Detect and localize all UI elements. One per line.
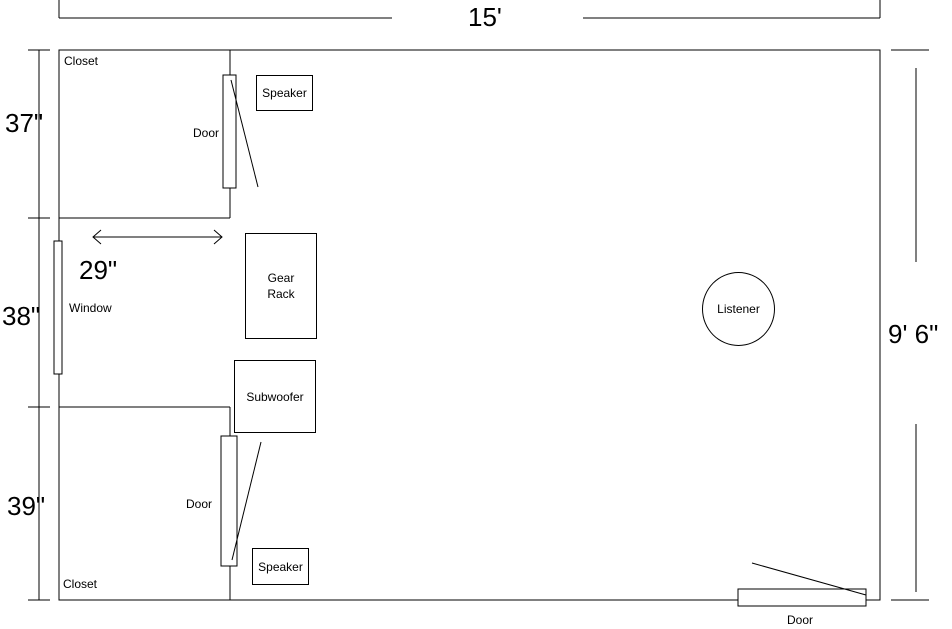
- speaker-top-label: Speaker: [262, 86, 307, 100]
- gear-rack-box: Gear Rack: [245, 233, 317, 339]
- window-pane: [53, 240, 63, 375]
- door-top-label: Door: [193, 126, 220, 140]
- wall-top-dimension: 37": [5, 108, 44, 138]
- door-bottom-label: Door: [186, 497, 213, 511]
- speaker-bottom-box: Speaker: [252, 548, 309, 585]
- top-door-panel: [222, 74, 237, 189]
- wall-middle-dimension: 38": [2, 301, 41, 331]
- window-label: Window: [69, 301, 112, 315]
- width-dimension: 15': [468, 2, 502, 32]
- listener-label: Listener: [717, 302, 760, 316]
- right-door-swing: [751, 562, 867, 596]
- opening-dimension: 29": [79, 255, 118, 285]
- subwoofer-label: Subwoofer: [246, 389, 304, 404]
- closet-bottom-label: Closet: [63, 577, 98, 591]
- subwoofer-box: Subwoofer: [234, 360, 316, 433]
- height-dimension: 9' 6": [888, 319, 939, 349]
- opening-arrow-left-head: [92, 229, 102, 245]
- bottom-door-panel: [220, 435, 238, 567]
- right-door-panel: [737, 588, 867, 607]
- gear-rack-label-line1: Gear: [267, 271, 295, 285]
- wall-bottom-dimension: 39": [7, 491, 46, 521]
- speaker-bottom-label: Speaker: [258, 559, 303, 574]
- opening-arrow-right-head: [213, 229, 223, 245]
- door-right-label: Door: [787, 613, 814, 627]
- gear-rack-label-line2: Rack: [267, 287, 295, 301]
- closet-top-label: Closet: [64, 54, 99, 68]
- listener-circle: Listener: [702, 272, 775, 346]
- bottom-door-swing: [231, 441, 262, 561]
- speaker-top-box: Speaker: [256, 75, 313, 111]
- top-door-swing: [230, 79, 259, 188]
